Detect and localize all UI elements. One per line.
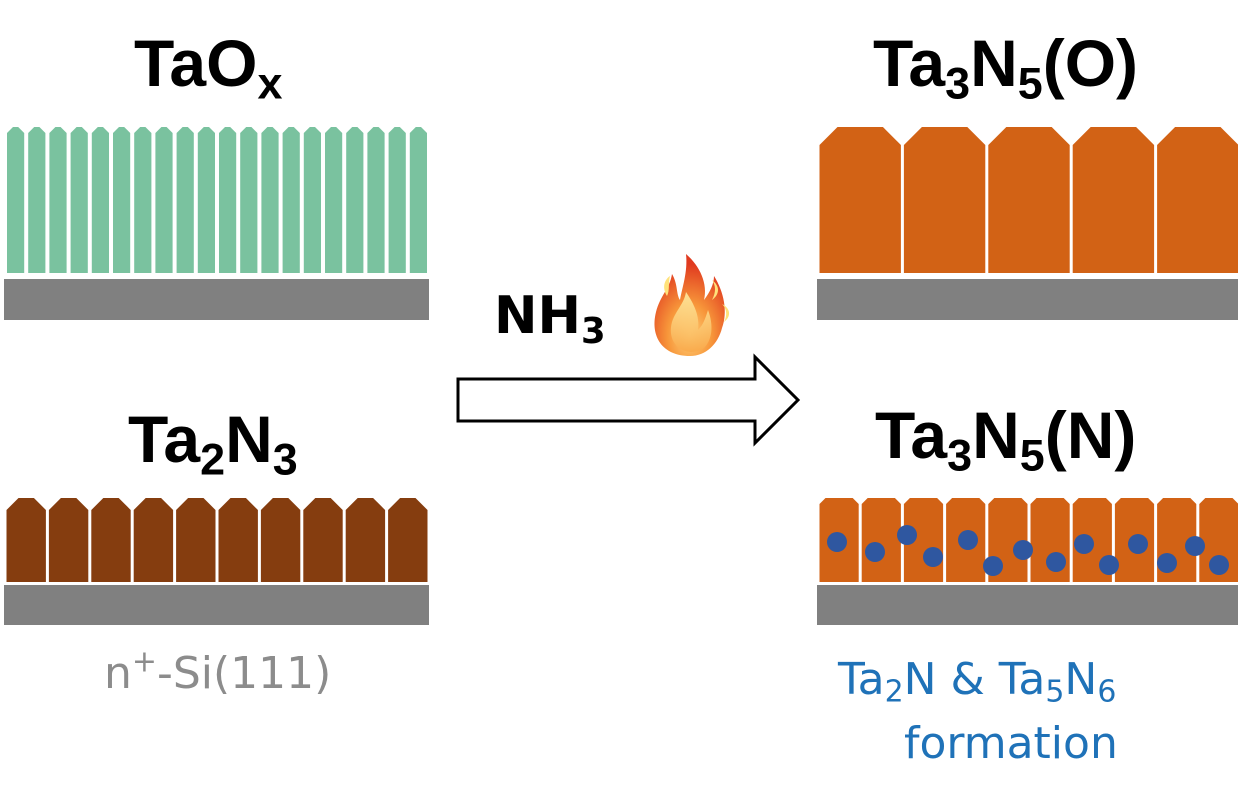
inclusion-particle [958, 530, 978, 550]
inclusion-particle [983, 556, 1003, 576]
ta3n5-n-substrate [817, 585, 1238, 625]
taox-label-base: TaO [134, 26, 258, 100]
ta2n3-column [388, 498, 428, 582]
taox-column [91, 127, 109, 273]
reagent-label-sub: 3 [581, 310, 606, 352]
inclusion-particle [923, 547, 943, 567]
ta2n3-column [303, 498, 343, 582]
ta3n5-n-label-sub: 3 [947, 429, 973, 481]
ta2n3-label-sub: 2 [200, 433, 226, 485]
taox-column [7, 127, 25, 273]
annotation-sub: 6 [1097, 674, 1117, 710]
inclusion-particle [1128, 534, 1148, 554]
taox-column [240, 127, 258, 273]
ta2n3-column [91, 498, 131, 582]
inclusion-particle [1046, 552, 1066, 572]
formation-annotation-line2: formation [904, 718, 1118, 769]
taox-column [176, 127, 194, 273]
ta2n3-column [48, 498, 89, 582]
inclusion-particle [827, 532, 847, 552]
taox-column [113, 127, 131, 273]
taox-column [134, 127, 152, 273]
ta2n3-column [345, 498, 386, 582]
taox-column [367, 127, 385, 273]
ta3n5-o-column [903, 127, 986, 273]
taox-column [388, 127, 406, 273]
inclusion-particle [1157, 553, 1177, 573]
ta3n5-o-label: Ta3N5(O) [873, 30, 1138, 106]
taox-substrate [4, 279, 429, 320]
ta3n5-o-column [1072, 127, 1155, 273]
ta2n3-label-part: N [225, 402, 273, 476]
ta3n5-n-label-part: Ta [875, 398, 948, 472]
annotation-part: Ta [838, 654, 885, 705]
taox-film [7, 127, 427, 273]
reagent-label-base: NH [494, 286, 582, 346]
taox-column [261, 127, 279, 273]
taox-column [303, 127, 321, 273]
ta2n3-column [260, 498, 301, 582]
ta3n5-o-substrate [817, 279, 1238, 320]
taox-column [219, 127, 237, 273]
reagent-label: NH3 [494, 290, 606, 349]
taox-label: TaOx [134, 30, 282, 106]
ta3n5-o-label-part: Ta [873, 26, 946, 100]
ta2n3-column [6, 498, 46, 582]
ta3n5-n-film [819, 498, 1238, 582]
inclusion-particle [1099, 555, 1119, 575]
taox-column [49, 127, 67, 273]
ta3n5-n-label-sub: 5 [1019, 429, 1045, 481]
ta2n3-substrate [4, 585, 429, 625]
annotation-sub: 2 [884, 674, 904, 710]
substrate-label-base: n [104, 648, 132, 699]
inclusion-particle [1209, 555, 1229, 575]
taox-column [155, 127, 173, 273]
ta3n5-o-label-part: N [970, 26, 1018, 100]
ta3n5-n-label: Ta3N5(N) [875, 402, 1136, 478]
inclusion-particle [1013, 540, 1033, 560]
inclusion-particle [865, 542, 885, 562]
substrate-label: n+-Si(111) [104, 647, 331, 696]
inclusion-particle [1185, 536, 1205, 556]
ta3n5-o-film [819, 127, 1238, 273]
ta2n3-label-part: Ta [128, 402, 201, 476]
substrate-label-sup: + [131, 644, 157, 680]
ta3n5-n-label-part: (N) [1044, 398, 1137, 472]
ta3n5-o-label-sub: 3 [945, 57, 971, 109]
ta3n5-n-label-part: N [972, 398, 1020, 472]
taox-column [197, 127, 215, 273]
taox-column [282, 127, 300, 273]
ta2n3-column [133, 498, 174, 582]
substrate-label-rest: -Si(111) [156, 648, 332, 699]
taox-column [325, 127, 343, 273]
formation-annotation-line1: Ta2N & Ta5N6 [838, 658, 1116, 707]
ta3n5-o-label-part: (O) [1042, 26, 1139, 100]
annotation-part: N & Ta [903, 654, 1046, 705]
ta3n5-n-inclusions [827, 525, 1229, 576]
ta2n3-column [176, 498, 216, 582]
flame-icon [654, 254, 730, 356]
taox-label-subscript: x [257, 57, 283, 109]
ta3n5-o-column [988, 127, 1070, 273]
taox-column [70, 127, 88, 273]
ta3n5-n-column [861, 498, 901, 582]
inclusion-particle [897, 525, 917, 545]
right-arrow-icon [456, 353, 801, 447]
ta3n5-o-label-sub: 5 [1017, 57, 1043, 109]
inclusion-particle [1074, 534, 1094, 554]
taox-column [28, 127, 46, 273]
ta3n5-n-column [1199, 498, 1238, 582]
ta3n5-o-column [1157, 127, 1238, 273]
ta2n3-label: Ta2N3 [128, 406, 298, 482]
ta2n3-label-sub: 3 [272, 433, 298, 485]
ta2n3-film [6, 498, 428, 582]
annotation-sub: 5 [1045, 674, 1065, 710]
taox-column [409, 127, 427, 273]
ta2n3-column [218, 498, 258, 582]
annotation-part: N [1064, 654, 1098, 705]
taox-column [346, 127, 364, 273]
ta3n5-o-column [819, 127, 901, 273]
